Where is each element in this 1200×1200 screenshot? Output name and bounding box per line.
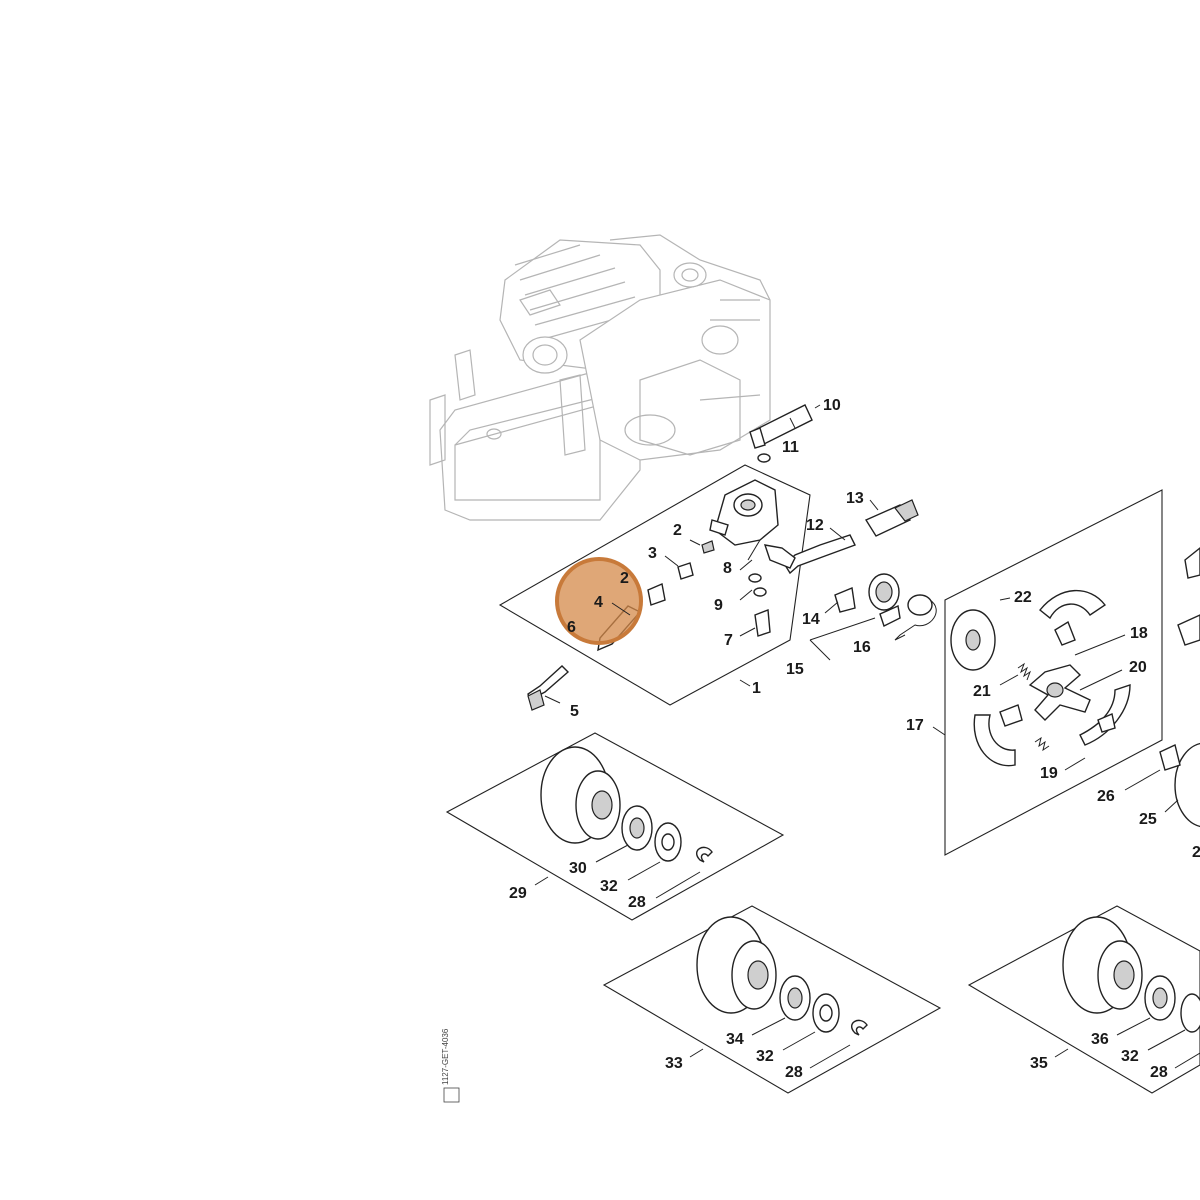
callout-36: 36	[1091, 1031, 1109, 1048]
part-2-plug[interactable]	[701, 540, 715, 554]
part-15-spring-clip[interactable]	[894, 594, 937, 641]
callout-21: 21	[973, 683, 991, 700]
callout-27-partial: 2	[1192, 844, 1200, 861]
part-28-e-clip-a[interactable]	[695, 846, 713, 863]
part-32-washer-a[interactable]	[654, 822, 682, 862]
callout-7: 7	[724, 632, 733, 649]
leader-lines	[534, 404, 1200, 1069]
drawing-code: 1127-GET-4036	[441, 1028, 460, 1103]
callout-9: 9	[714, 597, 723, 614]
callout-13: 13	[846, 490, 864, 507]
callout-18: 18	[1130, 625, 1148, 642]
part-10-hose[interactable]	[749, 404, 813, 449]
frame-sprocket-29	[445, 732, 785, 921]
part-25-drum-partial[interactable]	[1174, 742, 1200, 828]
part-14-screw[interactable]	[834, 587, 856, 613]
part-19-clutch-shoe-left[interactable]	[973, 704, 1023, 767]
part-32-washer-c[interactable]	[1180, 993, 1200, 1033]
right-edge-part-top[interactable]	[1177, 547, 1200, 646]
callout-8: 8	[723, 560, 732, 577]
part-8-pin[interactable]	[747, 539, 761, 561]
callout-26: 26	[1097, 788, 1115, 805]
part-18-clutch-shoe-top[interactable]	[1039, 589, 1107, 646]
callout-32b: 32	[756, 1048, 774, 1065]
callout-28a: 28	[628, 894, 646, 911]
callout-5: 5	[570, 703, 579, 720]
callout-6: 6	[567, 619, 576, 636]
callout-34: 34	[726, 1031, 744, 1048]
part-26-bearing[interactable]	[1159, 744, 1181, 771]
callout-20: 20	[1129, 659, 1147, 676]
callout-2: 2	[673, 522, 682, 539]
callout-10: 10	[823, 397, 841, 414]
part-35-drum[interactable]	[1062, 916, 1143, 1014]
part-11-ring[interactable]	[757, 453, 771, 463]
callout-17: 17	[906, 717, 924, 734]
callout-11: 11	[782, 439, 799, 456]
part-2b-piston[interactable]	[647, 583, 666, 606]
callout-29: 29	[509, 885, 527, 902]
part-13-fitting[interactable]	[864, 499, 919, 537]
callout-labels: 1 2 2 3 4 5 6 7 8 9 10 11 12 13 14 15 16…	[509, 397, 1200, 1081]
callout-15: 15	[786, 661, 804, 678]
callout-4: 4	[594, 594, 603, 611]
part-9-o-rings[interactable]	[748, 573, 767, 597]
part-16-worm-gear[interactable]	[868, 573, 901, 627]
callout-22: 22	[1014, 589, 1032, 606]
oil-pump-body[interactable]	[709, 479, 779, 546]
part-30-rim-sprocket[interactable]	[621, 805, 653, 851]
part-20-carrier[interactable]	[1028, 664, 1091, 721]
part-22-washer[interactable]	[950, 609, 996, 671]
part-3-spring[interactable]	[677, 562, 694, 580]
part-18b-clutch-shoe-right[interactable]	[1079, 684, 1131, 746]
callout-1: 1	[752, 680, 761, 697]
part-5-bolt[interactable]	[527, 665, 570, 711]
callout-2b: 2	[620, 570, 629, 587]
part-19b-spring[interactable]	[1034, 736, 1050, 752]
part-33-drum[interactable]	[696, 916, 777, 1014]
callout-3: 3	[648, 545, 657, 562]
frame-clutch-group	[944, 489, 1163, 856]
part-29-drum[interactable]	[540, 746, 621, 844]
callout-33: 33	[665, 1055, 683, 1072]
part-12-oil-line[interactable]	[763, 534, 856, 575]
callout-19: 19	[1040, 765, 1058, 782]
highlight-marker	[555, 557, 643, 645]
frame-sprocket-33	[602, 905, 942, 1094]
part-34-rim-sprocket[interactable]	[779, 975, 811, 1021]
callout-30: 30	[569, 860, 587, 877]
callout-28b: 28	[785, 1064, 803, 1081]
callout-16: 16	[853, 639, 871, 656]
callout-32c: 32	[1121, 1048, 1139, 1065]
callout-32a: 32	[600, 878, 618, 895]
part-21-spring[interactable]	[1017, 662, 1032, 681]
engine-housing-ghost	[429, 234, 771, 521]
callout-25: 25	[1139, 811, 1157, 828]
part-28-e-clip-b[interactable]	[850, 1019, 868, 1036]
callout-12: 12	[806, 517, 824, 534]
part-32-washer-b[interactable]	[812, 993, 840, 1033]
frame-oil-pump-group	[498, 464, 811, 706]
callout-35: 35	[1030, 1055, 1048, 1072]
part-7-screw[interactable]	[754, 609, 771, 637]
drawing-code-text: 1127-GET-4036	[441, 1028, 450, 1085]
callout-28c: 28	[1150, 1064, 1168, 1081]
callout-14: 14	[802, 611, 820, 628]
part-36-rim-sprocket[interactable]	[1144, 975, 1176, 1021]
